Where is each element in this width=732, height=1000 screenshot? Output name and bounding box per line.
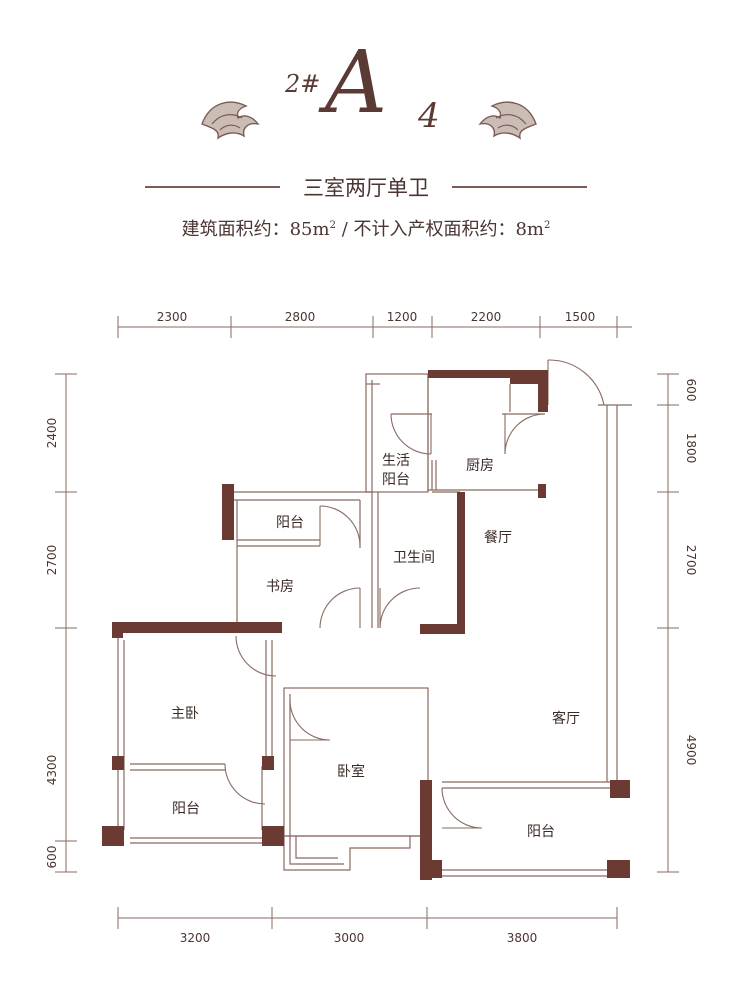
room-master-bedroom: 主卧 bbox=[171, 706, 199, 722]
unit-type-letter: A bbox=[325, 33, 388, 133]
area-separator: / bbox=[335, 219, 354, 240]
dim-top-5: 1500 bbox=[565, 310, 596, 324]
dim-left-4: 600 bbox=[45, 846, 59, 869]
divider-left bbox=[145, 186, 280, 188]
room-study: 书房 bbox=[266, 579, 294, 595]
building-area: 建筑面积约：85m bbox=[181, 219, 330, 240]
room-bathroom: 卫生间 bbox=[393, 550, 435, 566]
header: 2# A 4 三室两厅单卫 建筑面积约：85m2 / 不计入产权面积约：8m2 bbox=[0, 0, 732, 250]
room-living-balcony: 阳台 bbox=[527, 824, 555, 840]
unit-number: 2# bbox=[285, 70, 321, 98]
dim-right-4: 4900 bbox=[684, 735, 698, 766]
acanthus-leaf-right-icon bbox=[478, 101, 537, 140]
structural-walls bbox=[102, 370, 630, 880]
dimension-labels: 2300 2800 1200 2200 1500 3200 3000 3800 … bbox=[45, 310, 698, 945]
dimension-lines bbox=[55, 316, 679, 929]
building-area-unit-sup: 2 bbox=[329, 220, 336, 231]
room-utility-balcony-line2: 阳台 bbox=[382, 472, 410, 488]
room-living: 客厅 bbox=[552, 710, 580, 727]
room-bedroom: 卧室 bbox=[337, 763, 365, 780]
layout-type: 三室两厅单卫 bbox=[303, 176, 429, 200]
unit-type-number: 4 bbox=[418, 96, 440, 136]
thin-walls bbox=[117, 373, 632, 877]
divider-right bbox=[452, 186, 587, 188]
room-kitchen: 厨房 bbox=[466, 458, 494, 474]
room-master-balcony: 阳台 bbox=[172, 801, 200, 817]
dim-right-3: 2700 bbox=[684, 545, 698, 576]
dim-top-2: 2800 bbox=[285, 310, 316, 324]
dim-right-1: 600 bbox=[684, 379, 698, 402]
extra-area: 不计入产权面积约：8m bbox=[353, 219, 545, 240]
acanthus-leaf-left-icon bbox=[201, 101, 260, 140]
dim-top-4: 2200 bbox=[471, 310, 502, 324]
extra-area-unit-sup: 2 bbox=[544, 220, 551, 231]
dim-bottom-2: 3000 bbox=[334, 931, 365, 945]
area-info: 建筑面积约：85m2 / 不计入产权面积约：8m2 bbox=[0, 215, 732, 241]
dim-bottom-1: 3200 bbox=[180, 931, 211, 945]
dim-top-3: 1200 bbox=[387, 310, 418, 324]
dim-right-2: 1800 bbox=[684, 433, 698, 464]
dim-bottom-3: 3800 bbox=[507, 931, 538, 945]
dim-left-3: 4300 bbox=[45, 755, 59, 786]
room-dining: 餐厅 bbox=[484, 530, 512, 546]
room-labels: 厨房 生活 阳台 卫生间 餐厅 阳台 书房 主卧 阳台 卧室 客厅 阳台 bbox=[171, 453, 580, 840]
dim-left-1: 2400 bbox=[45, 418, 59, 449]
dim-top-1: 2300 bbox=[157, 310, 188, 324]
room-utility-balcony-line1: 生活 bbox=[382, 453, 410, 469]
dim-left-2: 2700 bbox=[45, 545, 59, 576]
room-study-balcony: 阳台 bbox=[276, 515, 304, 531]
